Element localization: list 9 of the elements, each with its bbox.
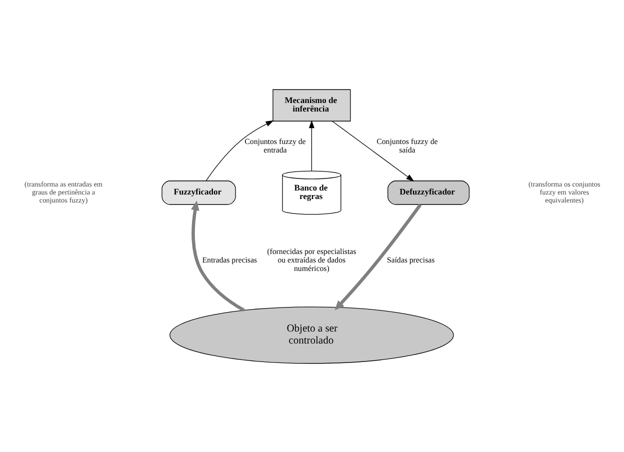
node-box: Mecanismo de inferência: [272, 88, 351, 121]
arrow: [334, 203, 422, 310]
node-ellipse: Objeto a ser controlado: [170, 306, 454, 364]
arrow: [206, 120, 274, 181]
node-box: Defuzzyficador: [388, 180, 470, 204]
node-box: Fuzzyficador: [162, 180, 236, 204]
arrow: [308, 120, 314, 171]
arrow: [190, 200, 245, 312]
arrow: [332, 120, 414, 181]
